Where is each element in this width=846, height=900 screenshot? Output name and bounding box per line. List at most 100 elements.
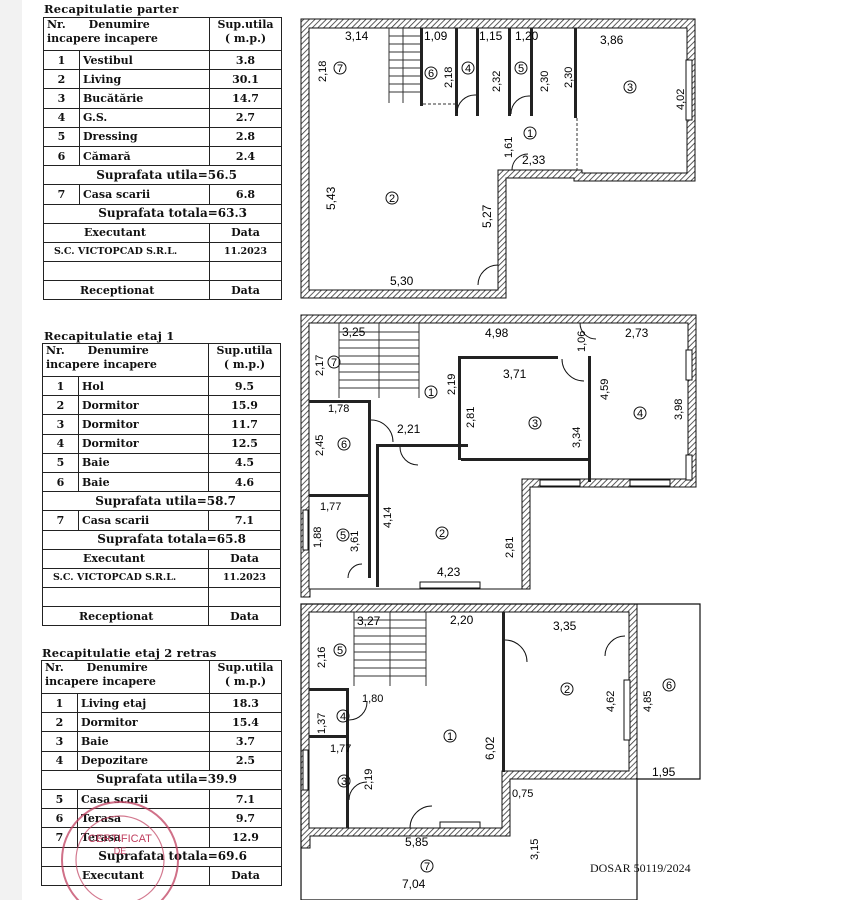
dim-label: 2,16 (316, 647, 328, 668)
stamp-text: CERTIFICAT (88, 833, 152, 845)
svg-text:5: 5 (340, 530, 346, 542)
wall (368, 400, 371, 578)
svg-text:5: 5 (337, 645, 343, 657)
suprafata-totala-row: Suprafata totala=65.8 (42, 529, 281, 550)
wall (458, 356, 461, 460)
svg-text:5: 5 (518, 63, 524, 75)
door-arc (347, 563, 363, 579)
dim-label: 2,33 (522, 153, 546, 167)
stairs (338, 323, 420, 398)
wall (309, 688, 349, 691)
window (419, 581, 481, 589)
dim-label: 3,14 (345, 29, 369, 43)
door-arc (477, 264, 499, 286)
svg-text:6: 6 (428, 68, 434, 80)
wall (420, 28, 423, 106)
recap-table-etaj1: Nr. Denumire incapere incapere Sup.utila… (42, 343, 281, 627)
table-header-row: Nr. Denumire incapere incapere Sup.utila… (43, 17, 282, 51)
door-arc (510, 95, 531, 115)
wall (458, 356, 558, 359)
dim-label: 2,32 (491, 71, 503, 92)
terrace-outline (300, 603, 701, 900)
suprafata-totala-row: Suprafata totala=63.3 (43, 203, 282, 224)
window (629, 479, 671, 487)
dim-label: 4,85 (642, 691, 654, 712)
dim-label: 1,37 (316, 713, 328, 734)
svg-text:7: 7 (331, 357, 337, 369)
dim-label: 2,81 (465, 407, 477, 428)
dim-label: 1,20 (515, 29, 539, 43)
svg-text:1: 1 (527, 128, 533, 140)
svg-text:6: 6 (341, 439, 347, 451)
svg-text:3: 3 (627, 82, 633, 94)
suprafata-utila-row: Suprafata utila=58.7 (42, 491, 281, 512)
dim-label: 6,02 (483, 736, 497, 760)
wall (376, 447, 379, 587)
dim-label: 3,15 (529, 839, 541, 860)
dim-label: 0,75 (512, 788, 533, 800)
svg-text:4: 4 (637, 408, 643, 420)
suprafata-utila-row: Suprafata utila=39.9 (41, 769, 282, 790)
dim-label: 3,34 (571, 427, 583, 448)
section-title-etaj1: Recapitulatie etaj 1 (44, 329, 175, 343)
window (539, 479, 581, 487)
dim-label: 4,02 (675, 89, 687, 110)
dim-label: 3,98 (673, 399, 685, 420)
wall (455, 28, 458, 116)
svg-text:3: 3 (341, 776, 347, 788)
wall (309, 735, 349, 738)
dim-label: 3,86 (600, 33, 624, 47)
dim-label: 1,95 (652, 765, 676, 779)
plan-etaj2: 3,27 2,20 3,35 2,16 1,80 1,37 6,02 4,62 … (300, 603, 701, 900)
plan-parter-walls (300, 18, 696, 299)
svg-text:2: 2 (564, 684, 570, 696)
wall (588, 356, 591, 482)
room-markers: 5 4 1 2 6 3 7 (333, 643, 676, 873)
stamp-subtext: DE (114, 846, 127, 856)
dim-label: 2,19 (446, 374, 458, 395)
table-header-row: Nr. Denumire incapere incapere Sup.utila… (41, 660, 282, 694)
dim-label: 1,15 (479, 29, 503, 43)
room-markers: 7 1 6 3 4 2 5 (327, 355, 647, 542)
dim-label: 5,30 (390, 274, 414, 288)
dim-label: 2,45 (314, 435, 326, 456)
dim-label: 2,17 (314, 355, 326, 376)
svg-text:1: 1 (447, 731, 453, 743)
stairs (388, 28, 420, 103)
door-arc (511, 153, 529, 171)
svg-text:6: 6 (666, 680, 672, 692)
dim-label: 4,23 (437, 565, 461, 579)
recap-table-etaj2: Nr. Denumire incapere incapere Sup.utila… (41, 660, 282, 886)
dim-label: 5,85 (405, 835, 429, 849)
page-margin-strip (0, 0, 22, 900)
door-arc (348, 781, 368, 801)
dosar-label: DOSAR 50119/2024 (590, 861, 691, 875)
dim-label: 4,62 (605, 691, 617, 712)
svg-text:7: 7 (337, 63, 343, 75)
section-title-parter: Recapitulatie parter (44, 2, 179, 16)
dim-label: 3,25 (342, 325, 366, 339)
suprafata-utila-row: Suprafata utila=56.5 (43, 165, 282, 186)
wall (346, 688, 349, 828)
plan-etaj2-walls (300, 603, 638, 849)
window (685, 59, 693, 121)
room-markers: 7 6 4 5 3 1 2 (333, 61, 637, 205)
door-arc (399, 446, 419, 466)
wall (461, 458, 591, 461)
dim-label: 3,71 (503, 367, 527, 381)
wall (502, 612, 505, 772)
wall (508, 28, 511, 116)
dim-label: 1,61 (503, 137, 515, 158)
svg-text:3: 3 (532, 418, 538, 430)
window (302, 749, 309, 791)
door-arc (348, 701, 368, 721)
